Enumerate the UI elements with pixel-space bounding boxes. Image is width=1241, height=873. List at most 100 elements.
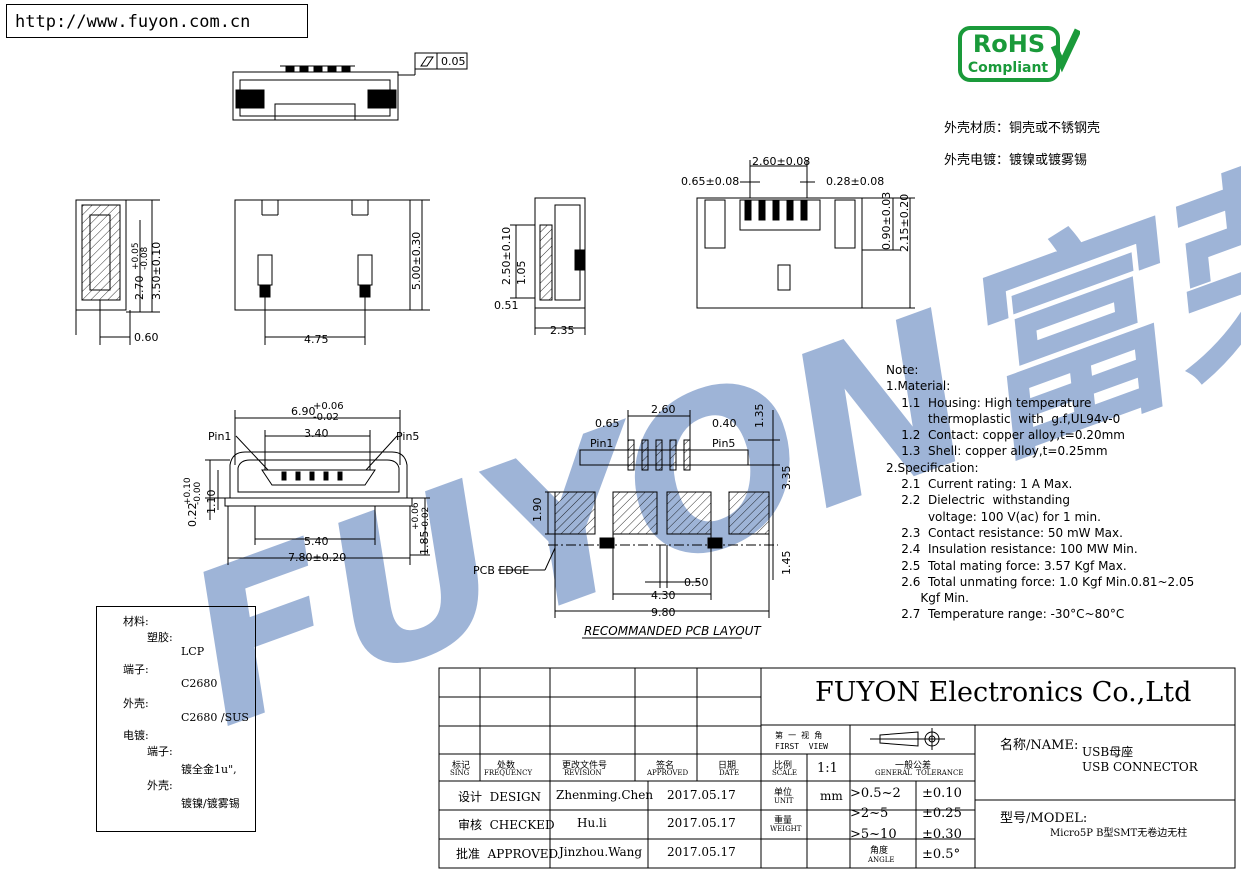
dim-0-65-b: 0.65: [595, 417, 620, 430]
dim-2-70-bot: -0.08: [140, 246, 150, 270]
shell-plating-value: 镀镍/镀雾锡: [181, 797, 240, 810]
title-block-grid: [438, 667, 1236, 869]
note-line: 1.1 Housing: High temperature: [886, 395, 1092, 410]
plating-label: 电镀:: [123, 729, 149, 742]
col-appr: 签名: [656, 761, 675, 771]
name-en: USB CONNECTOR: [1082, 760, 1198, 774]
dim-3-40: 3.40: [304, 427, 329, 440]
col-rev: 更改文件号: [562, 761, 608, 771]
shell-value: C2680 /SUS: [181, 711, 249, 724]
checked-date: 2017.05.17: [667, 816, 736, 830]
terminal-label: 端子:: [123, 663, 149, 676]
approved-name: Jinzhou.Wang: [559, 845, 643, 859]
tolerance-range-1: >0.5~2: [850, 786, 901, 801]
design-label: 设计 DESIGN: [458, 790, 542, 804]
dim-5-00: 5.00±0.30: [410, 232, 423, 290]
dim-0-22: 0.22: [186, 503, 199, 528]
pin1-label: Pin1: [208, 430, 231, 443]
tolerance-value-3: ±0.30: [922, 827, 962, 842]
top-view: [232, 52, 468, 121]
materials-box: 材料: 塑胶: LCP 端子: C2680 外壳: C2680 /SUS 电镀:…: [96, 606, 256, 832]
dim-3-35: 3.35: [780, 466, 793, 491]
col-freq-en: FREQUENCY: [484, 769, 533, 777]
dim-0-51: 0.51: [494, 299, 519, 312]
terminal-plating-label: 端子:: [147, 745, 173, 758]
tolerance-range-2: >2~5: [850, 806, 889, 821]
dim-0-50: 0.50: [684, 576, 709, 589]
note-line: 1.3 Shell: copper alloy,t=0.25mm: [886, 444, 1108, 459]
terminal-plating-value: 镀全金1u",: [181, 763, 237, 776]
note-line: 2.4 Insulation resistance: 100 MW Min.: [886, 542, 1138, 557]
plastic-value: LCP: [181, 645, 205, 658]
checked-label: 审核 CHECKED: [458, 818, 555, 832]
checked-name: Hu.li: [577, 816, 607, 830]
note-line: 2.3 Contact resistance: 50 mW Max.: [886, 525, 1123, 540]
dim-2-50: 2.50±0.10: [500, 227, 513, 285]
shell-plating-label: 外壳:: [147, 779, 173, 792]
dim-1-10: 1.10: [205, 490, 218, 515]
url-header: http://www.fuyon.com.cn: [6, 4, 308, 38]
dim-1-90: 1.90: [531, 498, 544, 523]
notes-title: Note:: [886, 363, 919, 377]
pin5-label: Pin5: [396, 430, 419, 443]
tolerance-value-2: ±0.25: [922, 806, 962, 821]
dim-1-85-bot: -0.02: [421, 507, 431, 530]
model-label: 型号/MODEL:: [1000, 811, 1088, 826]
dim-0-22-top: +0.10: [183, 477, 193, 505]
dim-5-40: 5.40: [304, 535, 329, 548]
tolerance-value-1: ±0.10: [922, 786, 962, 801]
note-line: 2.Specification:: [886, 460, 979, 475]
shell-material: 外壳材质：铜壳或不锈钢壳: [944, 121, 1101, 136]
tolerance-range-3: >5~10: [850, 827, 897, 842]
dim-1-35: 1.35: [753, 404, 766, 429]
front-view: [234, 199, 430, 345]
pcb-layout-view: [498, 410, 780, 639]
dim-9-80: 9.80: [651, 606, 676, 619]
dim-2-70: 2.70: [133, 276, 146, 301]
notes-block: Note: 1.Material: 1.1 Housing: High temp…: [886, 362, 1194, 623]
company-name: FUYON Electronics Co.,Ltd: [815, 677, 1192, 708]
tolerance-value-angle: ±0.5°: [922, 847, 961, 862]
design-date: 2017.05.17: [667, 788, 736, 802]
note-line: thermoplastic with g.f,UL94v-0: [886, 411, 1121, 426]
dim-3-50: 3.50±0.10: [150, 242, 163, 300]
dim-4-75: 4.75: [304, 333, 329, 346]
approved-date: 2017.05.17: [667, 845, 736, 859]
angle-label-en: ANGLE: [868, 856, 895, 864]
first-view-label-en: FIRST VIEW: [775, 742, 828, 751]
dim-1-45: 1.45: [780, 551, 793, 576]
note-line: Kgf Min.: [886, 591, 969, 606]
dim-1-85: 1.85: [418, 531, 431, 556]
pcb-pin5-label: Pin5: [712, 437, 735, 450]
weight-label-en: WEIGHT: [770, 825, 802, 833]
col-sign: 标记: [452, 761, 471, 771]
rohs-subtitle: Compliant: [968, 60, 1049, 76]
tolerance-label-en: GENERAL TOLERANCE: [875, 769, 964, 777]
dim-0-22-bot: -0.00: [193, 481, 203, 505]
weight-label: 重量: [774, 816, 793, 826]
note-line: 2.6 Total unmating force: 1.0 Kgf Min.0.…: [886, 574, 1195, 589]
name-label: 名称/NAME:: [1000, 738, 1079, 753]
rear-view: [696, 160, 915, 309]
pcb-layout-title: RECOMMANDED PCB LAYOUT: [584, 624, 762, 638]
dim-0-28: 0.28±0.08: [826, 175, 884, 188]
name-cn: USB母座: [1082, 745, 1134, 759]
rohs-badge: RoHS Compliant: [958, 26, 1080, 82]
design-name: Zhenming.Chen: [556, 788, 654, 802]
col-appr-en: APPROVED: [647, 769, 689, 777]
shell-label: 外壳:: [123, 697, 149, 710]
mating-face-view: [205, 410, 430, 565]
terminal-value: C2680: [181, 677, 218, 690]
tolerance-label: 一般公差: [895, 761, 932, 771]
checkmark-icon: [1050, 28, 1080, 73]
dim-4-30: 4.30: [651, 589, 676, 602]
flatness-value: 0.05: [441, 55, 466, 68]
dim-2-60-b: 2.60: [651, 403, 676, 416]
plastic-label: 塑胶:: [147, 631, 173, 644]
pcb-edge-label: PCB EDGE: [473, 564, 529, 577]
dim-2-15: 2.15±0.20: [898, 194, 911, 252]
scale-label: 比例: [774, 761, 793, 771]
col-rev-en: REVISION: [564, 769, 602, 777]
scale-value: 1:1: [817, 761, 838, 776]
